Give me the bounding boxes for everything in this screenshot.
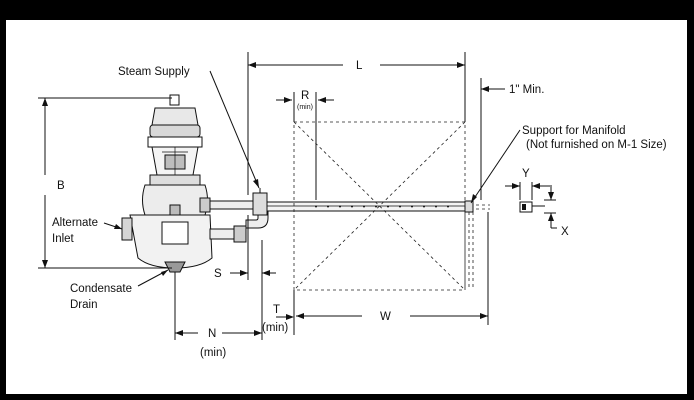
label-S: S	[214, 268, 222, 280]
label-N: N	[208, 328, 216, 340]
label-steam-supply: Steam Supply	[118, 66, 190, 78]
condensate-leader	[137, 269, 169, 287]
label-W: W	[380, 311, 391, 323]
label-X: X	[561, 226, 569, 238]
label-T-min: (min)	[262, 322, 288, 334]
valve-actuator	[147, 94, 203, 176]
label-N-min: (min)	[200, 347, 226, 359]
label-R: R	[301, 90, 309, 102]
label-condensate-line1: Condensate	[70, 283, 132, 295]
dimension-L	[247, 52, 466, 195]
nozzle-detail	[505, 182, 557, 229]
alternate-inlet-leader	[103, 222, 123, 230]
label-B: B	[57, 180, 65, 192]
duct-outline	[293, 121, 490, 291]
dimension-S	[230, 215, 276, 280]
label-alternate-line1: Alternate	[52, 217, 98, 229]
separator-body	[121, 174, 213, 273]
steam-manifold	[266, 200, 474, 213]
label-alternate-line2: Inlet	[52, 233, 75, 245]
label-T: T	[273, 304, 280, 316]
steam-piping	[199, 188, 269, 243]
dimension-T	[261, 280, 295, 340]
label-L: L	[356, 60, 363, 72]
label-Y: Y	[522, 168, 530, 180]
dimension-one-inch-min	[480, 78, 505, 200]
dimension-B	[38, 97, 172, 269]
dimension-R	[276, 92, 334, 200]
label-R-min: (min)	[297, 104, 313, 111]
dimension-N	[174, 272, 262, 340]
label-one-inch-min: 1" Min.	[509, 84, 544, 96]
steam-supply-leader	[209, 70, 260, 189]
support-leader	[470, 129, 521, 204]
label-condensate-line2: Drain	[70, 299, 97, 311]
label-support-line2: (Not furnished on M-1 Size)	[526, 139, 667, 151]
label-support-line1: Support for Manifold	[522, 125, 626, 137]
dimension-W	[296, 212, 489, 325]
